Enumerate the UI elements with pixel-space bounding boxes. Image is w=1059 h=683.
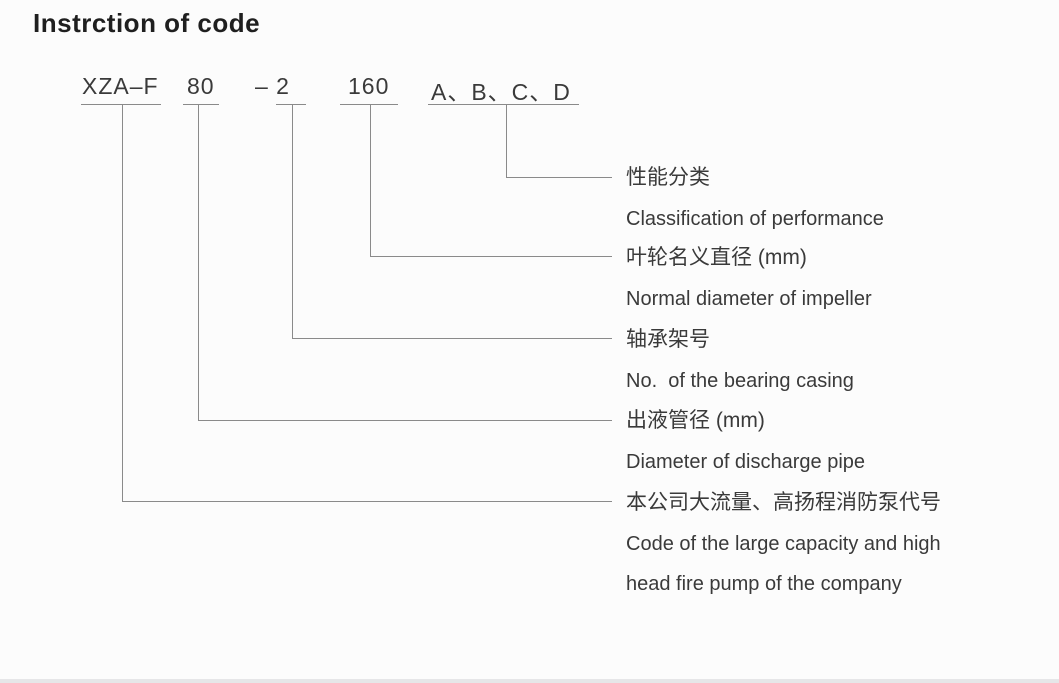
connector-horizontal-performance [506, 177, 612, 178]
connector-vertical-impeller [370, 105, 371, 257]
connector-horizontal-impeller [370, 256, 612, 257]
underline-impeller [340, 104, 398, 105]
code-segment-bearing: – 2 [255, 73, 290, 99]
underline-performance [428, 104, 579, 105]
label-impeller-cn: 叶轮名义直径 (mm) [626, 246, 807, 269]
label-discharge-cn: 出液管径 (mm) [626, 409, 765, 432]
connector-horizontal-bearing [292, 338, 612, 339]
connector-vertical-discharge [198, 105, 199, 421]
code-segment-discharge: 80 [187, 73, 215, 99]
code-segment-impeller: 160 [348, 73, 390, 99]
connector-vertical-series [122, 105, 123, 502]
label-company-en-line1: Code of the large capacity and high [626, 533, 941, 555]
code-segment-performance: A、B、C、D [431, 79, 571, 105]
connector-horizontal-discharge [198, 420, 612, 421]
connector-vertical-performance [506, 105, 507, 178]
connector-vertical-bearing [292, 105, 293, 339]
label-company-cn: 本公司大流量、高扬程消防泵代号 [626, 491, 941, 514]
underline-series [81, 104, 161, 105]
label-performance-en: Classification of performance [626, 208, 884, 230]
label-bearing-cn: 轴承架号 [626, 328, 710, 351]
page-title: Instrction of code [33, 8, 261, 38]
connector-horizontal-series [122, 501, 612, 502]
label-impeller-en: Normal diameter of impeller [626, 288, 872, 310]
underline-bearing [276, 104, 306, 105]
label-performance-cn: 性能分类 [626, 166, 710, 189]
label-company-en-line2: head fire pump of the company [626, 573, 902, 595]
code-segment-series: XZA–F [82, 73, 159, 99]
bottom-edge-strip [0, 679, 1059, 683]
underline-discharge [183, 104, 219, 105]
label-discharge-en: Diameter of discharge pipe [626, 451, 866, 473]
label-bearing-en: No. of the bearing casing [626, 370, 854, 392]
